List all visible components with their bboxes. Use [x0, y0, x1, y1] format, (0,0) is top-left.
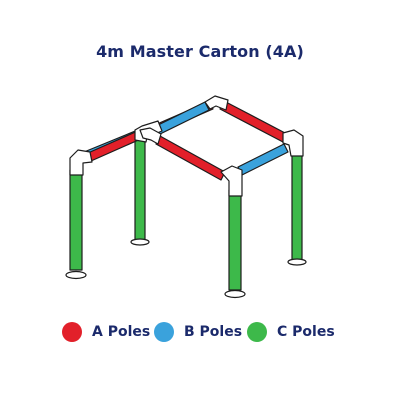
c-pole-back-right: [291, 149, 303, 261]
legend-label-b-poles: B Poles: [184, 324, 243, 340]
c-pole-front-left: [69, 169, 83, 271]
foot-plate-back-left: [130, 238, 150, 246]
red-dot-icon: [62, 322, 82, 342]
fitting-front-right-corner: [220, 165, 243, 197]
fitting-back-right-corner: [282, 129, 304, 157]
blue-dot-icon: [154, 322, 174, 342]
fitting-back-peak: [204, 95, 229, 111]
fitting-front-peak: [139, 127, 162, 145]
c-pole-front-right: [228, 189, 242, 291]
legend-item-a-poles: A Poles: [62, 320, 150, 344]
fitting-front-left-corner: [69, 149, 93, 176]
green-dot-icon: [247, 322, 267, 342]
diagram-title: 4m Master Carton (4A): [96, 42, 304, 61]
a-pole-front-right-rafter: [155, 135, 226, 181]
legend-label-a-poles: A Poles: [92, 324, 151, 340]
legend-item-c-poles: C Poles: [247, 320, 335, 344]
a-pole-back-right-rafter: [219, 100, 288, 143]
c-pole-back-left: [134, 134, 146, 241]
foot-plate-front-left: [65, 270, 87, 280]
b-pole-right-side-rail: [237, 143, 289, 176]
foot-plate-back-right: [287, 258, 307, 266]
legend-label-c-poles: C Poles: [277, 324, 335, 340]
pole-legend: A Poles B Poles C Poles: [0, 320, 400, 344]
legend-item-b-poles: B Poles: [154, 320, 242, 344]
foot-plate-front-right: [224, 289, 246, 299]
